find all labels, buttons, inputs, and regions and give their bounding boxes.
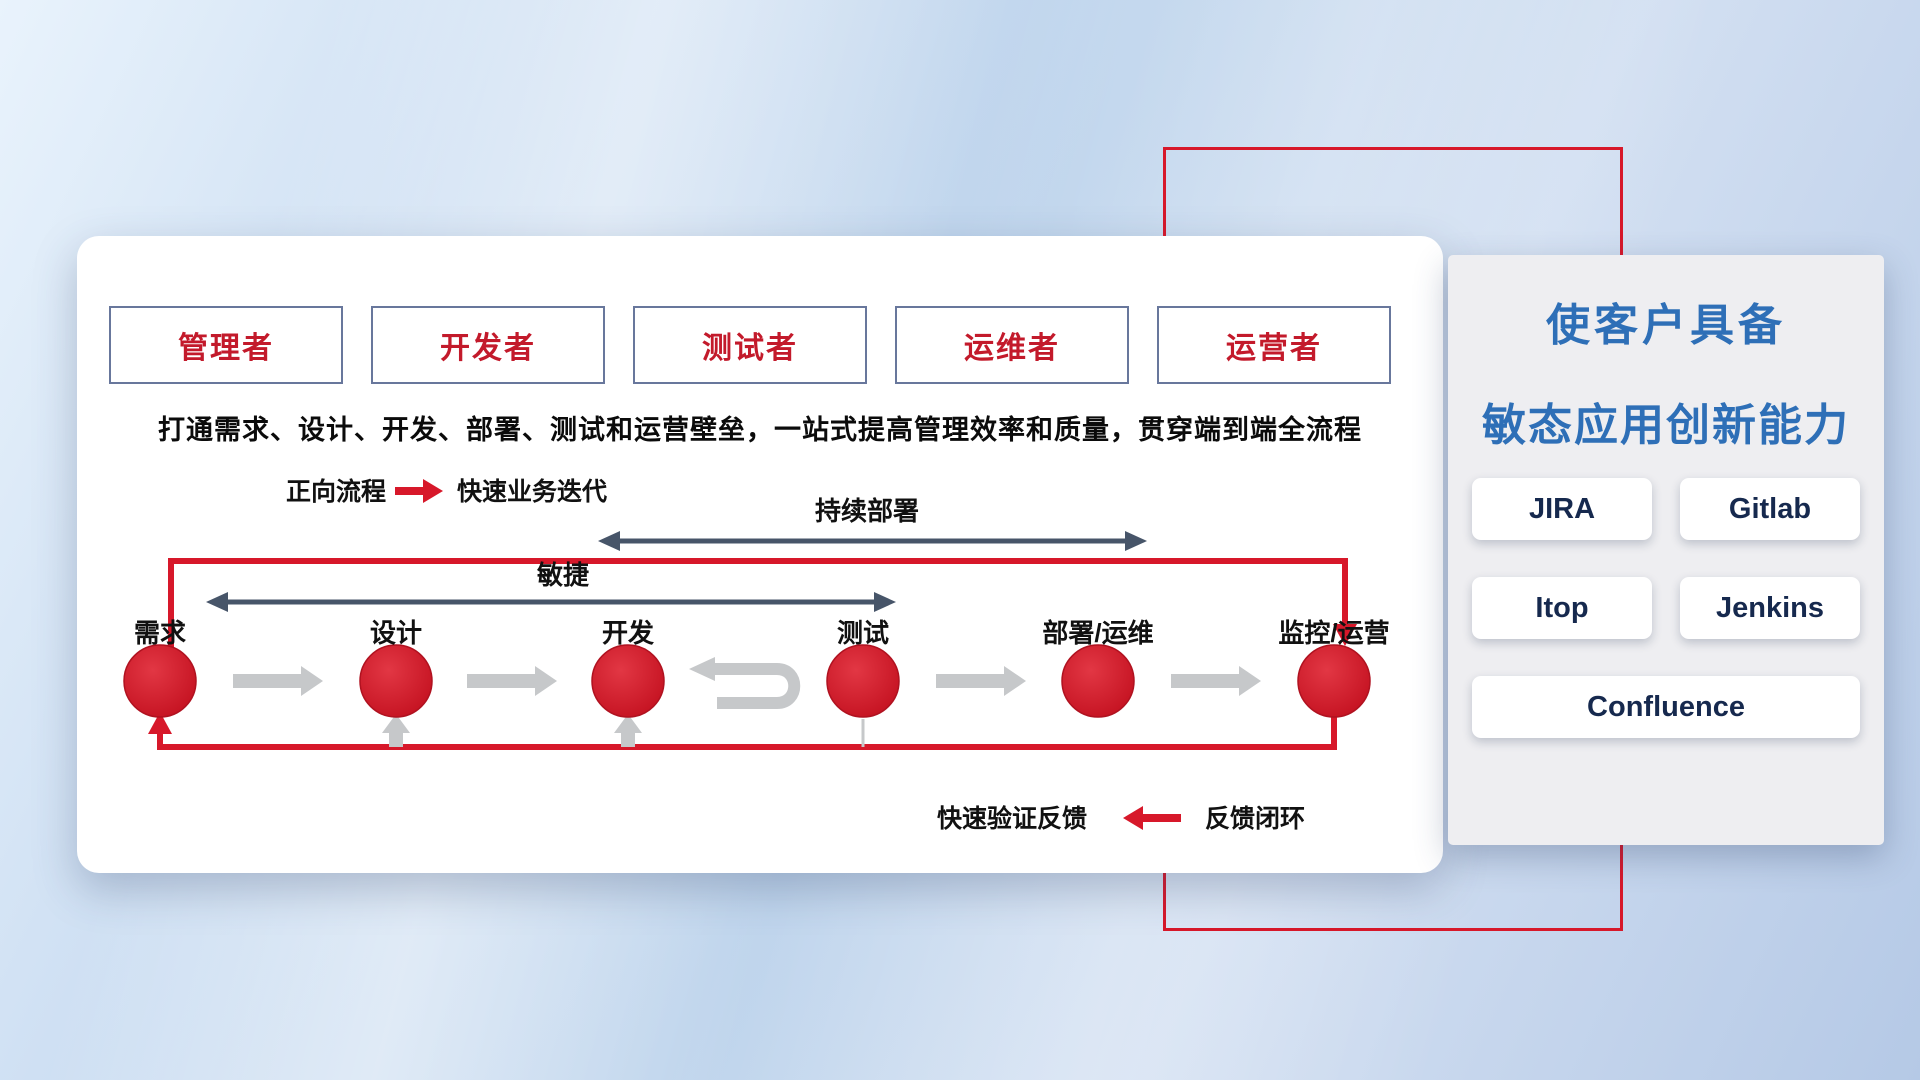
role-box-manager: 管理者 [109, 306, 343, 384]
agile-arrow-left-head-icon [206, 592, 228, 612]
tool-gitlab: Gitlab [1680, 478, 1860, 540]
step-arrow-icon [1171, 666, 1261, 696]
capability-title: 使客户具备 敏态应用创新能力 [1448, 255, 1884, 453]
stage-label-develop: 开发 [602, 618, 654, 648]
devops-flow-panel: 管理者 开发者 测试者 运维者 运营者 打通需求、设计、开发、部署、测试和运营壁… [77, 236, 1443, 873]
capability-title-line2: 敏态应用创新能力 [1482, 401, 1850, 450]
stage-circle-monitor-operate [1297, 644, 1371, 718]
role-label: 管理者 [178, 332, 274, 365]
tool-confluence: Confluence [1472, 676, 1860, 738]
capability-panel: 使客户具备 敏态应用创新能力 JIRA Gitlab Itop Jenkins … [1448, 255, 1884, 845]
red-loop-top-line [168, 558, 1348, 652]
stage-circle-deploy-ops [1061, 644, 1135, 718]
role-row: 管理者 开发者 测试者 运维者 运营者 [109, 306, 1391, 384]
role-box-developer: 开发者 [371, 306, 605, 384]
tool-grid: JIRA Gitlab Itop Jenkins Confluence [1472, 478, 1860, 738]
cd-arrow-right-head-icon [1125, 531, 1147, 551]
iteration-loop-arrowhead-icon [689, 657, 715, 681]
capability-title-line1: 使客户具备 [1546, 301, 1786, 350]
role-box-tester: 测试者 [633, 306, 867, 384]
role-label: 测试者 [702, 332, 798, 365]
stage-label-deploy-ops: 部署/运维 [1042, 618, 1153, 648]
red-loop-top-arrowhead-icon [1333, 624, 1357, 646]
feedback-value-label: 快速验证反馈 [937, 804, 1087, 833]
role-label: 运维者 [964, 332, 1060, 365]
stage-circle-test [826, 644, 900, 718]
feedback-up-arrow-icon [382, 714, 410, 747]
stage-label-test: 测试 [837, 618, 889, 648]
red-loop-bottom-arrowhead-icon [148, 712, 172, 734]
tool-itop: Itop [1472, 577, 1652, 639]
tool-jira: JIRA [1472, 478, 1652, 540]
forward-legend-value: 快速业务迭代 [457, 478, 607, 506]
step-arrow-icon [233, 666, 323, 696]
flow-diagram: 正向流程 快速业务迭代 持续部署 敏捷 [123, 477, 1390, 833]
agile-label: 敏捷 [536, 560, 589, 590]
role-label: 开发者 [440, 332, 536, 365]
role-box-operator: 运营者 [1157, 306, 1391, 384]
role-box-ops: 运维者 [895, 306, 1129, 384]
stage-circle-requirement [123, 644, 197, 718]
stage-circle-design [359, 644, 433, 718]
feedback-loop-label: 反馈闭环 [1205, 805, 1305, 833]
forward-arrow-icon [395, 479, 443, 503]
iteration-loop-icon [713, 663, 801, 709]
description-text: 打通需求、设计、开发、部署、测试和运营壁垒，一站式提高管理效率和质量，贯穿端到端… [158, 415, 1362, 445]
agile-arrow-right-head-icon [874, 592, 896, 612]
role-label: 运营者 [1226, 332, 1322, 365]
tool-jenkins: Jenkins [1680, 577, 1860, 639]
red-loop-bottom-line [157, 712, 1337, 750]
feedback-up-arrow-icon [614, 714, 642, 747]
cd-label: 持续部署 [815, 496, 919, 526]
step-arrow-icon [467, 666, 557, 696]
cd-arrow-left-head-icon [598, 531, 620, 551]
stage-label-design: 设计 [370, 618, 422, 648]
stage-label-monitor-operate: 监控/运营 [1278, 618, 1389, 648]
stage-label-requirement: 需求 [134, 618, 186, 648]
feedback-arrow-icon [1123, 806, 1181, 830]
stage-circle-develop [591, 644, 665, 718]
forward-legend-label: 正向流程 [286, 477, 386, 506]
step-arrow-icon [936, 666, 1026, 696]
